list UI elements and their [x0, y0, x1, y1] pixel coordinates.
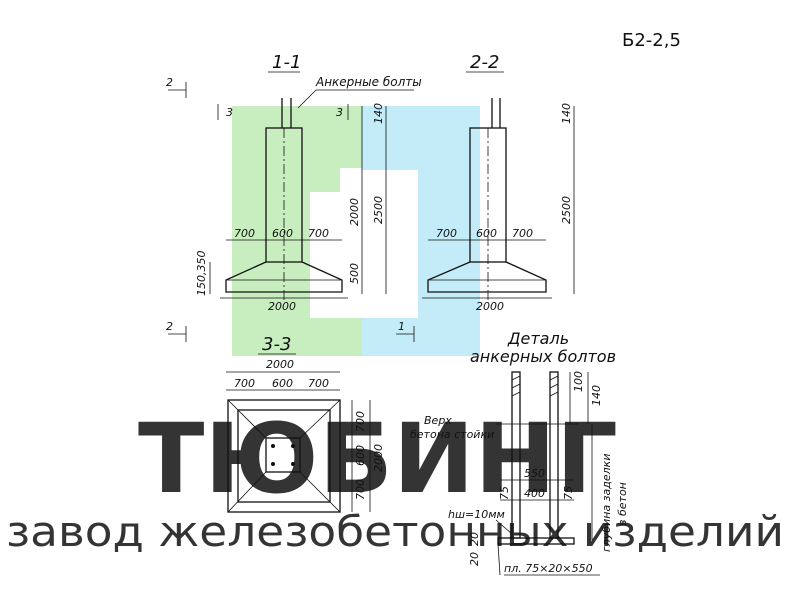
dim-140-left: 140 — [372, 103, 385, 124]
dim-700-plan-left: 700 — [234, 377, 255, 390]
section-3-3: 3-3 2000 700 600 700 700 600 700 2000 — [226, 334, 385, 513]
drawing-code: Б2-2,5 — [622, 30, 681, 51]
dim-2000-base-22: 2000 — [476, 300, 504, 313]
dim-140-detail: 140 — [590, 385, 603, 406]
dim-700-right: 700 — [308, 227, 329, 240]
section-2-2: 2-2 700 600 700 2000 2500 140 — [422, 52, 575, 313]
detail-title-1: Деталь — [507, 329, 569, 348]
dim-700-left: 700 — [234, 227, 255, 240]
section-1-1-title: 1-1 — [272, 52, 301, 73]
dim-700-plan-v1: 700 — [354, 411, 367, 432]
dim-20-a: 20 — [468, 532, 481, 546]
dim-600-plan-v: 600 — [354, 445, 367, 466]
watermark-logo — [232, 106, 480, 356]
dim-600-22: 600 — [476, 227, 497, 240]
dim-700-left-22: 700 — [436, 227, 457, 240]
dim-20-b: 20 — [468, 552, 481, 566]
dim-2000-base: 2000 — [268, 300, 296, 313]
marker-1: 1 — [398, 320, 405, 333]
dim-2500-left: 2500 — [372, 196, 385, 224]
dim-75-right: 75 — [562, 486, 575, 500]
dim-75-left: 75 — [498, 486, 511, 500]
section-3-3-title: 3-3 — [262, 334, 291, 355]
top-concrete-2: бетона стойки — [410, 428, 494, 441]
dim-600: 600 — [272, 227, 293, 240]
dim-2500-right: 2500 — [560, 196, 573, 224]
dim-550: 550 — [524, 467, 545, 480]
section-2-2-title: 2-2 — [470, 52, 499, 73]
embed-depth-2: в бетон — [616, 482, 629, 526]
dim-100-detail: 100 — [572, 371, 585, 392]
dim-600-plan: 600 — [272, 377, 293, 390]
embed-depth-1: глубина заделки — [600, 454, 613, 552]
marker-3-right: 3 — [336, 106, 343, 119]
dim-2000-height: 2000 — [348, 198, 361, 226]
plate-spec: пл. 75×20×550 — [504, 562, 593, 575]
dim-700-right-22: 700 — [512, 227, 533, 240]
section-1-1: 1-1 Анкерные болты 700 600 700 2000 150,… — [195, 52, 422, 313]
marker-2-top: 2 — [166, 76, 173, 89]
dim-2000-plan-top: 2000 — [266, 358, 294, 371]
top-concrete-1: Верх — [424, 414, 452, 427]
cut-markers: 2 2 1 — [166, 76, 415, 342]
dim-500: 500 — [348, 263, 361, 284]
dim-700-plan-v2: 700 — [354, 479, 367, 500]
marker-3-left: 3 — [226, 106, 233, 119]
anchor-bolt-detail: Деталь анкерных болтов Верх бетона стойк… — [410, 329, 629, 576]
anchor-bolts-callout: Анкерные болты — [315, 75, 422, 89]
marker-2-bottom: 2 — [166, 320, 173, 333]
dim-700-plan-right: 700 — [308, 377, 329, 390]
dim-140-right: 140 — [560, 103, 573, 124]
dim-2000-plan-v: 2000 — [372, 444, 385, 472]
watermark-brand: ТЮБИНГ — [138, 403, 618, 515]
weld-height: hш=10мм — [448, 508, 505, 521]
detail-title-2: анкерных болтов — [470, 347, 616, 366]
logo-blue-shape — [362, 106, 480, 356]
dim-400: 400 — [524, 487, 545, 500]
watermark-tagline: завод железобетонных изделий — [6, 507, 784, 556]
dim-150-350: 150,350 — [195, 251, 208, 297]
logo-green-shape — [232, 106, 362, 356]
